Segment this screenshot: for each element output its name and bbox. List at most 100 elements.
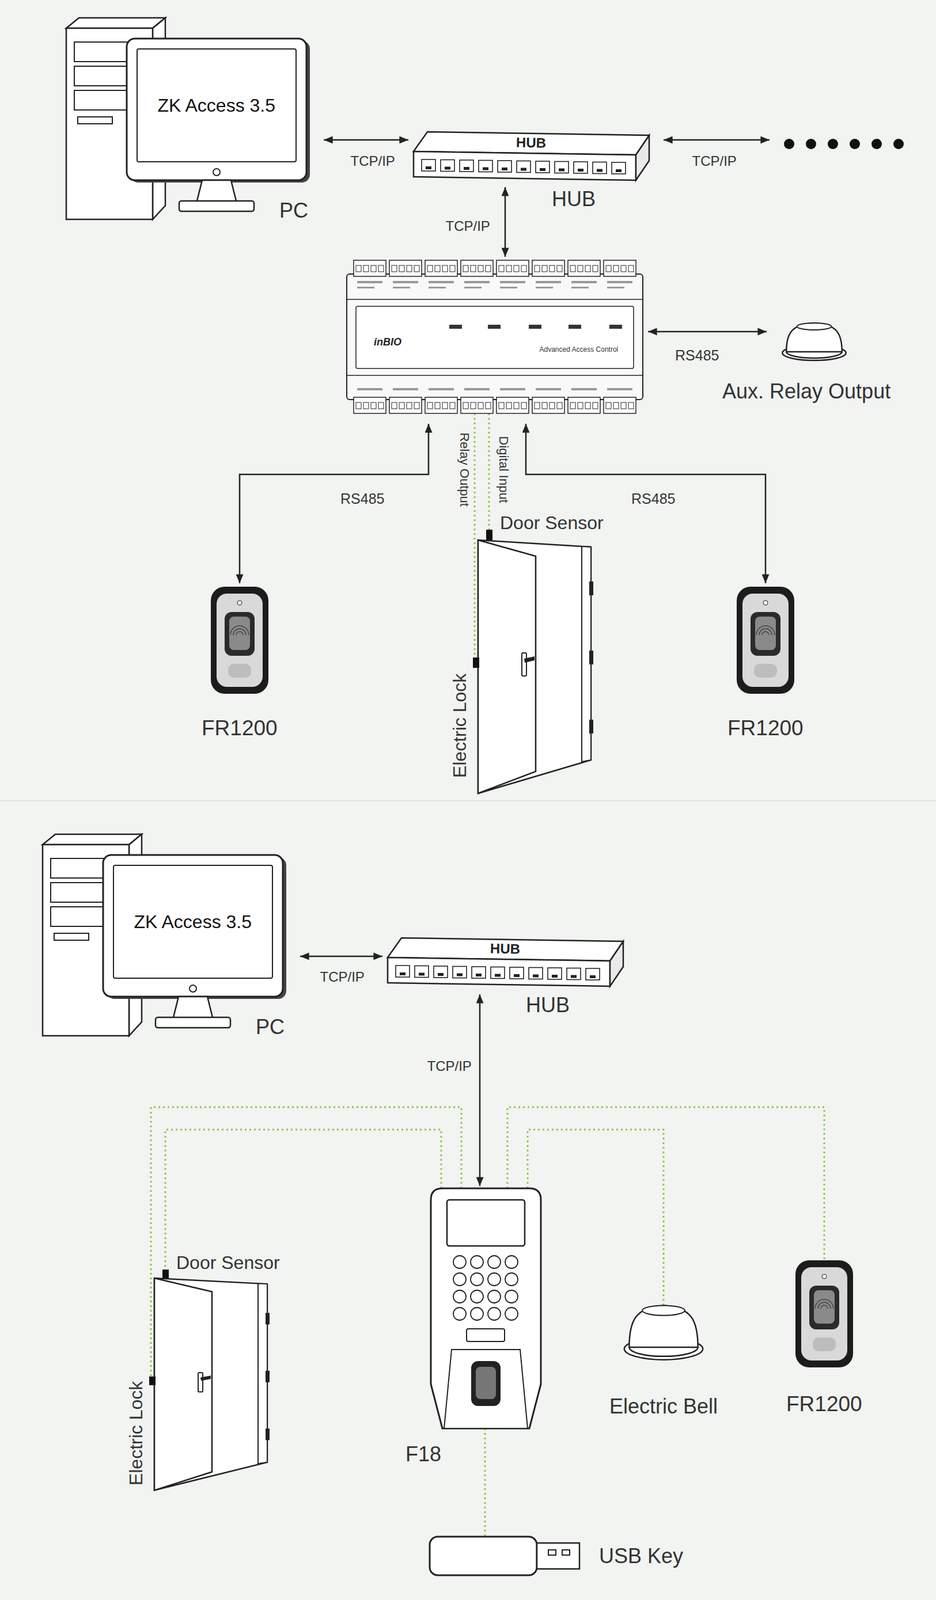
sensor-window xyxy=(224,612,255,657)
network-port xyxy=(592,162,607,174)
terminal-screw xyxy=(370,402,377,409)
hub-front xyxy=(387,957,610,987)
port-notch xyxy=(551,975,558,979)
pc-workstation: ZK Access 3.5PC xyxy=(66,15,312,220)
pc-illustration xyxy=(66,15,312,220)
reader-led xyxy=(821,1274,827,1280)
monitor-screen xyxy=(137,48,297,162)
terminal-screw xyxy=(513,265,519,272)
usb-key: USB Key xyxy=(428,1536,582,1578)
fingerprint-ridge xyxy=(756,626,775,636)
signal-wire xyxy=(527,1130,664,1306)
door-illustration xyxy=(148,1270,270,1492)
terminal-block xyxy=(353,260,386,277)
connection-label: RS485 xyxy=(673,347,721,365)
terminal-screw xyxy=(399,265,405,272)
keypad-key xyxy=(505,1256,518,1269)
terminal-block xyxy=(603,260,636,277)
controller-bands xyxy=(346,299,643,376)
keypad-key xyxy=(505,1273,518,1287)
terminal-marking xyxy=(357,286,375,289)
terminal-screw xyxy=(570,402,576,409)
port-notch xyxy=(570,975,577,979)
fingerprint-reader: FR1200 xyxy=(209,586,271,695)
status-indicator xyxy=(528,324,542,329)
device-label: FR1200 xyxy=(786,1392,863,1418)
network-port xyxy=(573,161,588,174)
fingerprint-ridge xyxy=(233,628,246,636)
door-hinge xyxy=(265,1429,270,1441)
fingerprint-ridge xyxy=(236,631,244,636)
dot xyxy=(871,138,882,150)
device-label: PC xyxy=(255,1015,285,1040)
port-notch xyxy=(475,974,482,977)
device-print: HUB xyxy=(516,134,547,151)
keypad-key xyxy=(453,1308,466,1321)
power-button xyxy=(189,985,197,993)
terminal-screw xyxy=(620,265,627,272)
fingerprint-ridge xyxy=(230,626,249,636)
terminal-screw xyxy=(399,402,405,409)
door-handle xyxy=(200,1376,211,1382)
door-hinge xyxy=(265,1313,270,1325)
terminal-block xyxy=(532,260,565,277)
terminal-block xyxy=(496,260,529,277)
terminal-screw xyxy=(363,402,369,409)
terminal-screw xyxy=(513,402,519,409)
terminal-screw xyxy=(414,265,420,272)
fingerprint-ridge xyxy=(759,628,772,636)
port-notch xyxy=(532,975,539,979)
terminal-block xyxy=(389,260,422,277)
terminal-block xyxy=(496,397,529,414)
network-port xyxy=(566,968,581,981)
terminal-marking xyxy=(357,388,383,391)
terminal-screw xyxy=(534,402,540,409)
power-button xyxy=(213,168,221,176)
terminal-screw xyxy=(442,402,448,409)
electric-lock-block xyxy=(149,1377,156,1386)
network-port xyxy=(547,968,562,980)
network-port xyxy=(497,160,512,173)
terminal-screw xyxy=(498,265,504,272)
door-hinge xyxy=(265,1371,270,1383)
network-port xyxy=(478,160,493,173)
fingerprint-sensor xyxy=(229,616,250,651)
terminal-marking xyxy=(392,286,411,289)
terminal-marking xyxy=(428,281,454,284)
terminal-screw xyxy=(478,265,484,272)
terminal-screw xyxy=(470,265,476,272)
dome-rim xyxy=(628,1347,698,1358)
terminal-screw xyxy=(549,265,555,272)
network-link xyxy=(239,423,429,584)
dome-illustration xyxy=(622,1296,705,1363)
terminal-screw xyxy=(406,402,412,409)
electric-lock-block xyxy=(472,657,480,669)
network-hub: HUBHUB xyxy=(384,933,628,991)
reader-face xyxy=(801,1267,848,1362)
terminal-screw xyxy=(628,402,634,409)
door-hinge xyxy=(589,581,594,596)
fingerprint-reader: FR1200 xyxy=(793,1260,855,1368)
network-port xyxy=(611,162,626,174)
network-link xyxy=(648,331,767,333)
port-notch xyxy=(596,169,603,173)
status-indicator xyxy=(449,324,462,329)
terminal-screw xyxy=(592,265,598,272)
keypad-key xyxy=(487,1308,501,1321)
port-notch xyxy=(482,167,489,171)
terminal-marking xyxy=(571,286,589,289)
terminal-marking xyxy=(535,286,553,289)
terminal-block xyxy=(425,260,458,277)
network-arrow xyxy=(663,139,770,142)
port-notch xyxy=(444,167,451,170)
connection-label: Relay Output xyxy=(457,430,472,509)
part-label: Electric Lock xyxy=(449,673,471,779)
terminal-screw xyxy=(605,402,612,409)
signal-wire xyxy=(488,413,491,530)
door-opening xyxy=(478,540,591,794)
port-notch xyxy=(589,975,596,979)
keypad-key xyxy=(453,1273,466,1287)
terminal-screw xyxy=(556,265,563,272)
terminal-block xyxy=(532,397,565,414)
